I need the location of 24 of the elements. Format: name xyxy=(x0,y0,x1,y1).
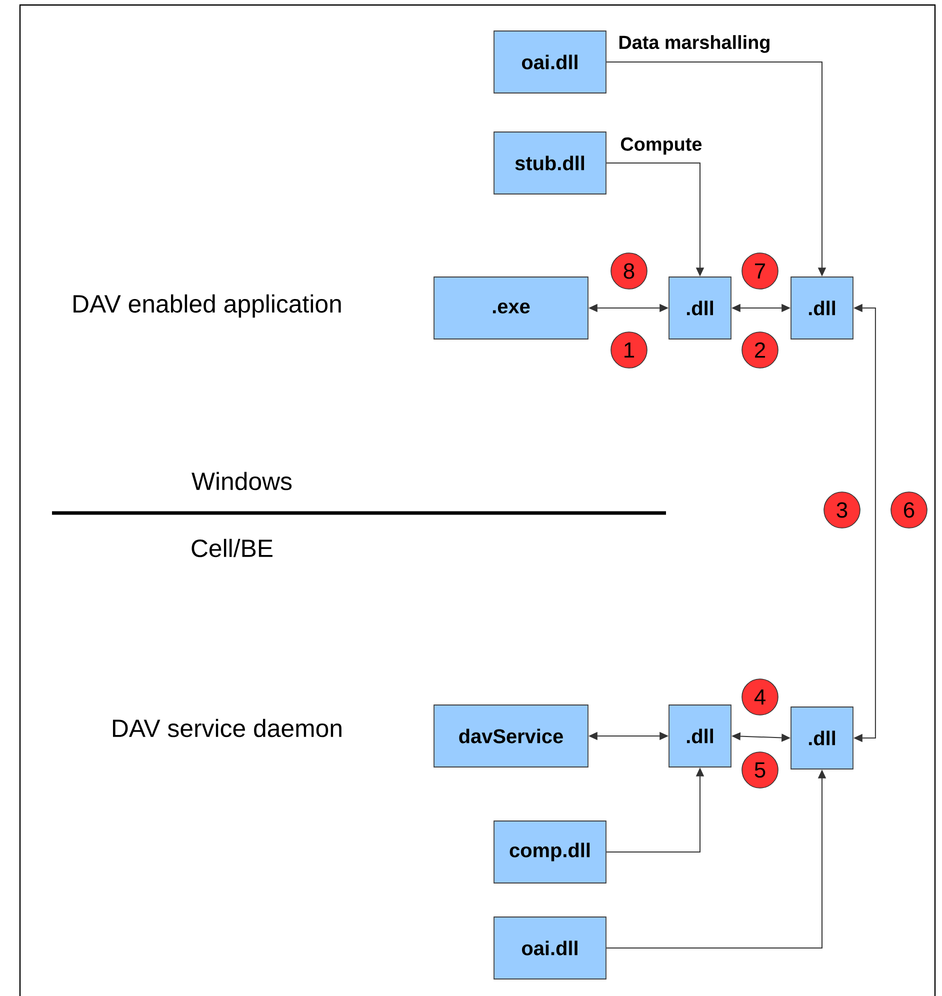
step-number: 2 xyxy=(742,332,778,368)
step-number: 4 xyxy=(742,678,778,716)
step-number: 6 xyxy=(890,492,928,528)
layer-label: Cell/BE xyxy=(192,538,272,558)
component-box: .dll xyxy=(790,276,854,340)
step-number: 3 xyxy=(824,492,860,528)
layer-label: DAV service daemon xyxy=(113,718,342,738)
component-box: .dll xyxy=(668,276,732,340)
component-box: .dll xyxy=(668,704,732,768)
step-number: 8 xyxy=(610,252,648,290)
layer-label: DAV enabled application xyxy=(74,294,341,318)
component-box: .exe xyxy=(434,276,588,340)
layer-label: Windows xyxy=(192,472,292,490)
component-box: oai.dll xyxy=(494,30,606,94)
component-box: davService xyxy=(434,704,588,768)
step-number: 1 xyxy=(610,332,648,368)
step-number: 5 xyxy=(742,752,778,788)
component-box: .dll xyxy=(790,706,854,770)
component-box: comp.dll xyxy=(494,820,606,884)
component-box: stub.dll xyxy=(494,132,606,194)
component-box: oai.dll xyxy=(494,916,606,980)
edge-label: Data marshalling xyxy=(617,34,772,54)
step-number: 7 xyxy=(742,252,778,290)
edge-label: Compute xyxy=(619,136,704,156)
